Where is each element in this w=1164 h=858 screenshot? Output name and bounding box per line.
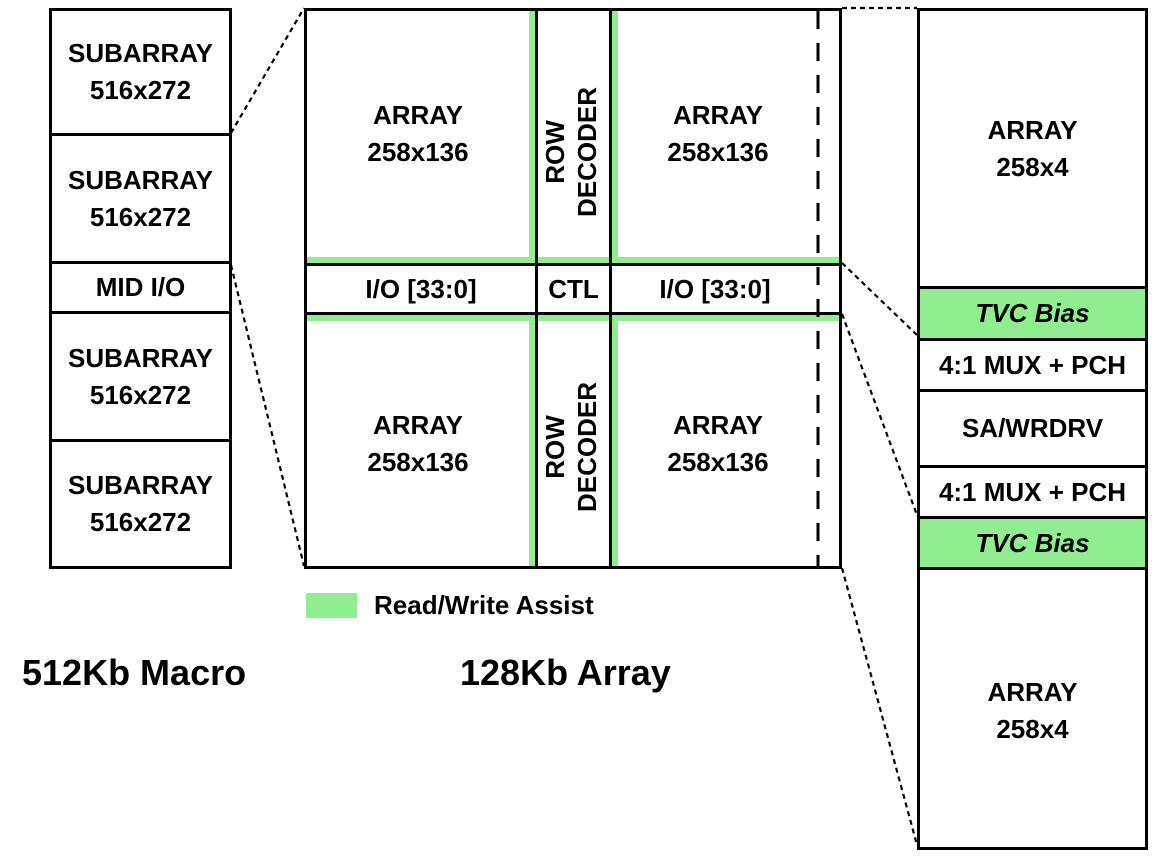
macro-block: SUBARRAY 516x272 SUBARRAY 516x272 MID I/… <box>49 8 232 569</box>
macro-mid-io: MID I/O <box>52 264 229 314</box>
connector-array-bottom <box>840 567 919 846</box>
macro-subarray-2-label: SUBARRAY 516x272 <box>68 164 213 232</box>
decoder-right-border <box>609 11 612 566</box>
assist-line-v1-top <box>529 11 535 257</box>
ctl-block: CTL <box>538 266 609 312</box>
io-left: I/O [33:0] <box>307 266 535 312</box>
array-block: ARRAY 258x136 ARRAY 258x136 ARRAY 258x13… <box>304 8 842 569</box>
column-block: ARRAY 258x4 TVC Bias 4:1 MUX + PCH SA/WR… <box>917 8 1148 850</box>
io-right: I/O [33:0] <box>612 266 818 312</box>
macro-subarray-4-label: SUBARRAY 516x272 <box>68 470 213 537</box>
mux-pch-top-label: 4:1 MUX + PCH <box>938 349 1127 380</box>
array-bottom-right: ARRAY 258x136 <box>618 321 818 566</box>
column-array-bottom-label: ARRAY 258x4 <box>987 677 1078 744</box>
io-row-top-border <box>307 263 839 266</box>
assist-line-v2-bottom <box>612 321 618 566</box>
column-array-top-label: ARRAY 258x4 <box>987 114 1078 182</box>
sa-wrdrv: SA/WRDRV <box>920 392 1145 468</box>
decoder-left-border <box>535 11 538 566</box>
connector-macro-top <box>230 7 305 134</box>
connector-array-io-bottom <box>840 313 919 516</box>
macro-subarray-3-label: SUBARRAY 516x272 <box>68 342 213 410</box>
macro-subarray-4: SUBARRAY 516x272 <box>52 442 229 566</box>
connector-macro-bottom <box>229 264 306 567</box>
sa-wrdrv-label: SA/WRDRV <box>961 413 1104 443</box>
column-array-bottom: ARRAY 258x4 <box>920 570 1145 847</box>
array-top-right-label: ARRAY 258x136 <box>667 100 769 167</box>
tvc-bias-bottom-label: TVC Bias <box>975 527 1090 558</box>
assist-line-top <box>307 257 839 263</box>
array-caption: 128Kb Array <box>460 652 671 693</box>
tvc-bias-top: TVC Bias <box>920 289 1145 341</box>
connector-array-io <box>841 262 918 336</box>
macro-subarray-3: SUBARRAY 516x272 <box>52 314 229 442</box>
column-array-top: ARRAY 258x4 <box>920 11 1145 289</box>
array-top-right: ARRAY 258x136 <box>618 11 818 257</box>
io-left-label: I/O [33:0] <box>365 273 477 304</box>
ctl-label: CTL <box>548 273 599 304</box>
legend-swatch <box>306 593 357 618</box>
macro-caption: 512Kb Macro <box>22 652 247 693</box>
macro-mid-io-label: MID I/O <box>95 272 186 302</box>
io-right-label: I/O [33:0] <box>659 273 771 304</box>
array-top-left: ARRAY 258x136 <box>307 11 529 257</box>
mux-pch-bottom: 4:1 MUX + PCH <box>920 468 1145 519</box>
macro-subarray-2: SUBARRAY 516x272 <box>52 136 229 264</box>
assist-line-v1-bottom <box>529 321 535 566</box>
tvc-bias-bottom: TVC Bias <box>920 519 1145 570</box>
array-top-left-label: ARRAY 258x136 <box>367 100 469 167</box>
array-bottom-right-label: ARRAY 258x136 <box>667 410 769 477</box>
array-dashed-divider <box>816 11 820 566</box>
mux-pch-top: 4:1 MUX + PCH <box>920 341 1145 392</box>
assist-line-v2-top <box>612 11 618 257</box>
assist-line-bottom <box>307 315 839 321</box>
io-row-bottom-border <box>307 312 839 315</box>
tvc-bias-top-label: TVC Bias <box>975 298 1090 328</box>
macro-subarray-1: SUBARRAY 516x272 <box>52 11 229 136</box>
legend-label: Read/Write Assist <box>374 590 594 620</box>
mux-pch-bottom-label: 4:1 MUX + PCH <box>938 476 1127 507</box>
row-decoder-top: ROW DECODER <box>540 87 602 218</box>
macro-subarray-1-label: SUBARRAY 516x272 <box>68 38 213 105</box>
array-bottom-left: ARRAY 258x136 <box>307 321 529 566</box>
array-bottom-left-label: ARRAY 258x136 <box>367 410 469 477</box>
row-decoder-bottom: ROW DECODER <box>540 382 602 513</box>
